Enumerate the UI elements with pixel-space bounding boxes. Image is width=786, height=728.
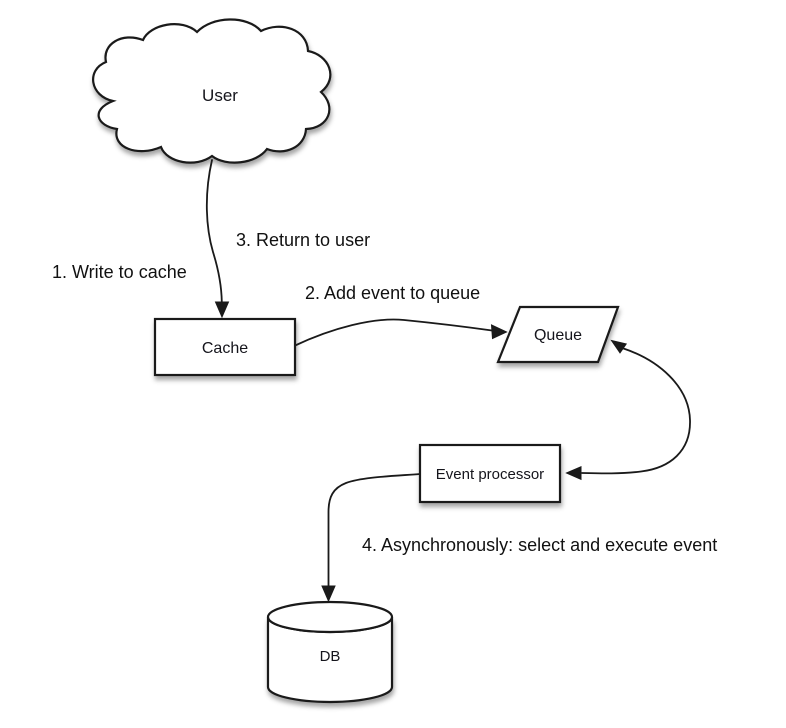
user-cloud-shape bbox=[92, 18, 332, 164]
event-processor-box bbox=[418, 443, 562, 504]
node-queue: Queue bbox=[496, 305, 620, 364]
edge-queue-event-processor-line bbox=[581, 347, 691, 475]
queue-label: Queue bbox=[534, 327, 582, 344]
node-cache: Cache bbox=[153, 317, 297, 377]
edge-cache-to-queue-arrowhead bbox=[490, 324, 508, 340]
edge-user-to-cache bbox=[205, 159, 230, 319]
annotation-step4: 4. Asynchronously: select and execute ev… bbox=[362, 535, 717, 555]
edge-queue-arrowhead bbox=[610, 339, 628, 354]
annotation-step1: 1. Write to cache bbox=[52, 262, 187, 282]
db-label: DB bbox=[320, 648, 341, 665]
edge-event-processor-to-db-arrowhead bbox=[321, 585, 336, 603]
cache-box bbox=[153, 317, 297, 377]
db-cylinder-top bbox=[266, 600, 394, 634]
node-event-processor: Event processor bbox=[418, 443, 562, 504]
cache-label: Cache bbox=[202, 340, 248, 357]
edge-cache-to-queue-line bbox=[293, 318, 493, 347]
queue-parallelogram bbox=[496, 305, 620, 364]
edge-event-processor-to-db bbox=[321, 473, 421, 603]
annotation-step2: 2. Add event to queue bbox=[305, 283, 480, 303]
node-db: DB bbox=[266, 600, 394, 704]
edge-event-processor-to-db-line bbox=[327, 473, 421, 587]
node-user: User bbox=[92, 18, 332, 164]
edge-queue-event-processor bbox=[565, 339, 691, 481]
edge-cache-to-queue bbox=[293, 318, 508, 347]
edge-user-to-cache-arrowhead bbox=[214, 301, 230, 319]
edge-user-to-cache-line bbox=[205, 159, 223, 303]
edge-event-processor-arrowhead bbox=[565, 466, 582, 481]
event-processor-label: Event processor bbox=[436, 466, 544, 483]
user-label: User bbox=[202, 86, 238, 105]
annotation-step3: 3. Return to user bbox=[236, 230, 370, 250]
